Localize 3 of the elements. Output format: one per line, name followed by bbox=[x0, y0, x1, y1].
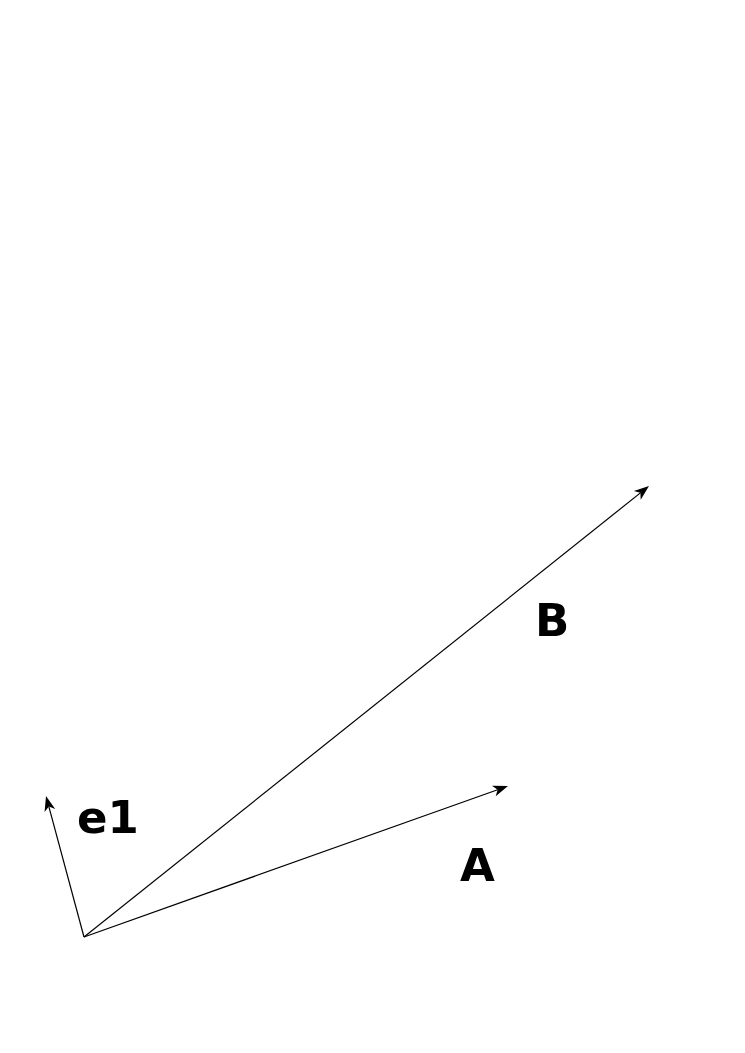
vector-label: e1 bbox=[77, 795, 139, 840]
vector-label: A bbox=[460, 843, 495, 888]
vector-label: B bbox=[535, 598, 570, 643]
